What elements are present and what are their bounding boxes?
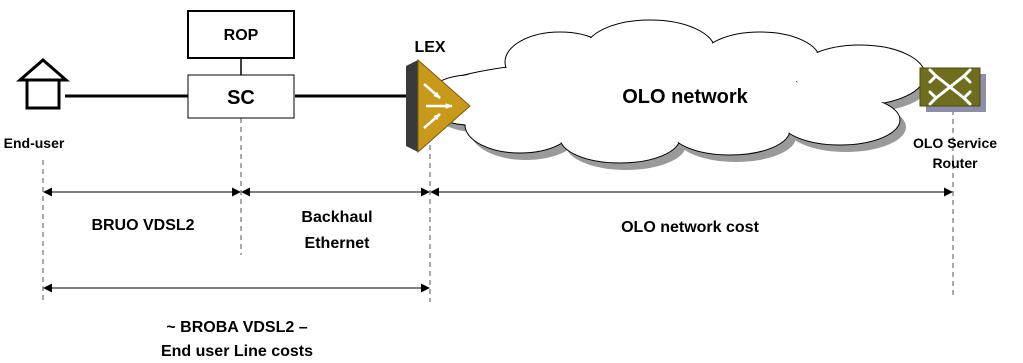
sc-box	[187, 74, 295, 119]
backhaul-label-line2: Ethernet	[305, 235, 371, 252]
rop-box	[187, 10, 295, 59]
end-user-label: End-user	[4, 135, 65, 151]
sc-label: SC	[227, 87, 255, 109]
rop-label: ROP	[224, 27, 259, 44]
house-icon	[15, 58, 71, 110]
olo-network-label: OLO network	[622, 86, 748, 108]
dashed-guides	[42, 100, 954, 302]
lex-switch-icon	[406, 58, 471, 154]
service-router-label-line2: Router	[932, 155, 978, 171]
olo-cost-label: OLO network cost	[621, 219, 759, 236]
cloud-icon	[419, 19, 931, 170]
bruo-label: BRUO VDSL2	[91, 217, 194, 234]
router-icon	[919, 67, 986, 112]
backhaul-label-line1: Backhaul	[301, 209, 372, 226]
lex-face	[406, 60, 418, 152]
broba-label-line1: ~ BROBA VDSL2 –	[166, 319, 307, 336]
lex-label: LEX	[414, 39, 445, 56]
broba-label-line2: End user Line costs	[161, 343, 313, 360]
service-router-label-line1: OLO Service	[913, 135, 997, 151]
